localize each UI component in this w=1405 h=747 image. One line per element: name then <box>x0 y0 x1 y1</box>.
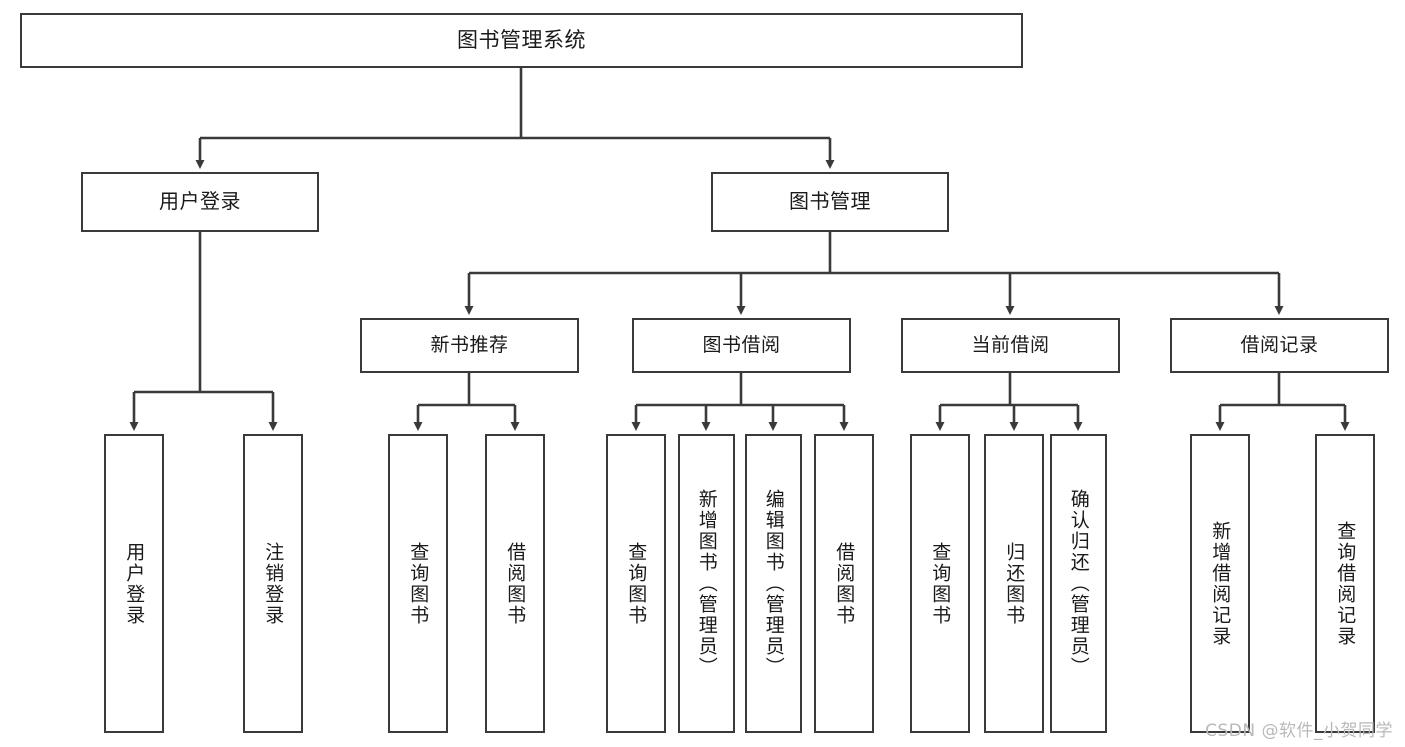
node-leaf-5[interactable]: 查询图书 <box>606 434 666 733</box>
node-level1-1[interactable]: 用户登录 <box>81 172 319 232</box>
node-leaf-11[interactable]: 确认归还（管理员） <box>1050 434 1107 733</box>
node-level2-2-label: 图书借阅 <box>702 334 781 357</box>
node-leaf-5-label: 查询图书 <box>625 541 648 626</box>
node-level2-4[interactable]: 借阅记录 <box>1170 318 1389 373</box>
node-level1-2-label: 图书管理 <box>789 189 871 214</box>
node-leaf-8[interactable]: 借阅图书 <box>814 434 874 733</box>
node-level2-3-label: 当前借阅 <box>971 334 1050 357</box>
node-level2-3[interactable]: 当前借阅 <box>901 318 1120 373</box>
node-leaf-12[interactable]: 新增借阅记录 <box>1190 434 1250 733</box>
watermark: CSDN @软件_小贺同学 <box>1205 721 1393 741</box>
node-leaf-6-label: 新增图书（管理员） <box>695 489 718 678</box>
node-leaf-3[interactable]: 查询图书 <box>388 434 448 733</box>
node-leaf-9-label: 查询图书 <box>929 541 952 626</box>
node-leaf-6[interactable]: 新增图书（管理员） <box>678 434 735 733</box>
node-leaf-10-label: 归还图书 <box>1003 541 1026 626</box>
node-level2-1-label: 新书推荐 <box>430 334 509 357</box>
node-leaf-12-label: 新增借阅记录 <box>1209 520 1232 647</box>
node-leaf-13-label: 查询借阅记录 <box>1334 520 1357 647</box>
node-level1-1-label: 用户登录 <box>159 189 241 214</box>
node-leaf-4-label: 借阅图书 <box>504 541 527 626</box>
node-leaf-9[interactable]: 查询图书 <box>910 434 970 733</box>
node-level2-1[interactable]: 新书推荐 <box>360 318 579 373</box>
node-leaf-1[interactable]: 用户登录 <box>104 434 164 733</box>
node-leaf-1-label: 用户登录 <box>123 541 146 626</box>
node-leaf-7-label: 编辑图书（管理员） <box>762 489 785 678</box>
node-level1-2[interactable]: 图书管理 <box>711 172 949 232</box>
node-root[interactable]: 图书管理系统 <box>20 13 1023 68</box>
node-leaf-2-label: 注销登录 <box>262 541 285 626</box>
node-leaf-8-label: 借阅图书 <box>833 541 856 626</box>
node-leaf-11-label: 确认归还（管理员） <box>1067 489 1090 678</box>
node-leaf-10[interactable]: 归还图书 <box>984 434 1044 733</box>
node-level2-4-label: 借阅记录 <box>1240 334 1319 357</box>
node-leaf-7[interactable]: 编辑图书（管理员） <box>745 434 802 733</box>
node-leaf-2[interactable]: 注销登录 <box>243 434 303 733</box>
node-root-label: 图书管理系统 <box>457 28 586 53</box>
node-leaf-4[interactable]: 借阅图书 <box>485 434 545 733</box>
node-leaf-13[interactable]: 查询借阅记录 <box>1315 434 1375 733</box>
node-level2-2[interactable]: 图书借阅 <box>632 318 851 373</box>
node-leaf-3-label: 查询图书 <box>407 541 430 626</box>
